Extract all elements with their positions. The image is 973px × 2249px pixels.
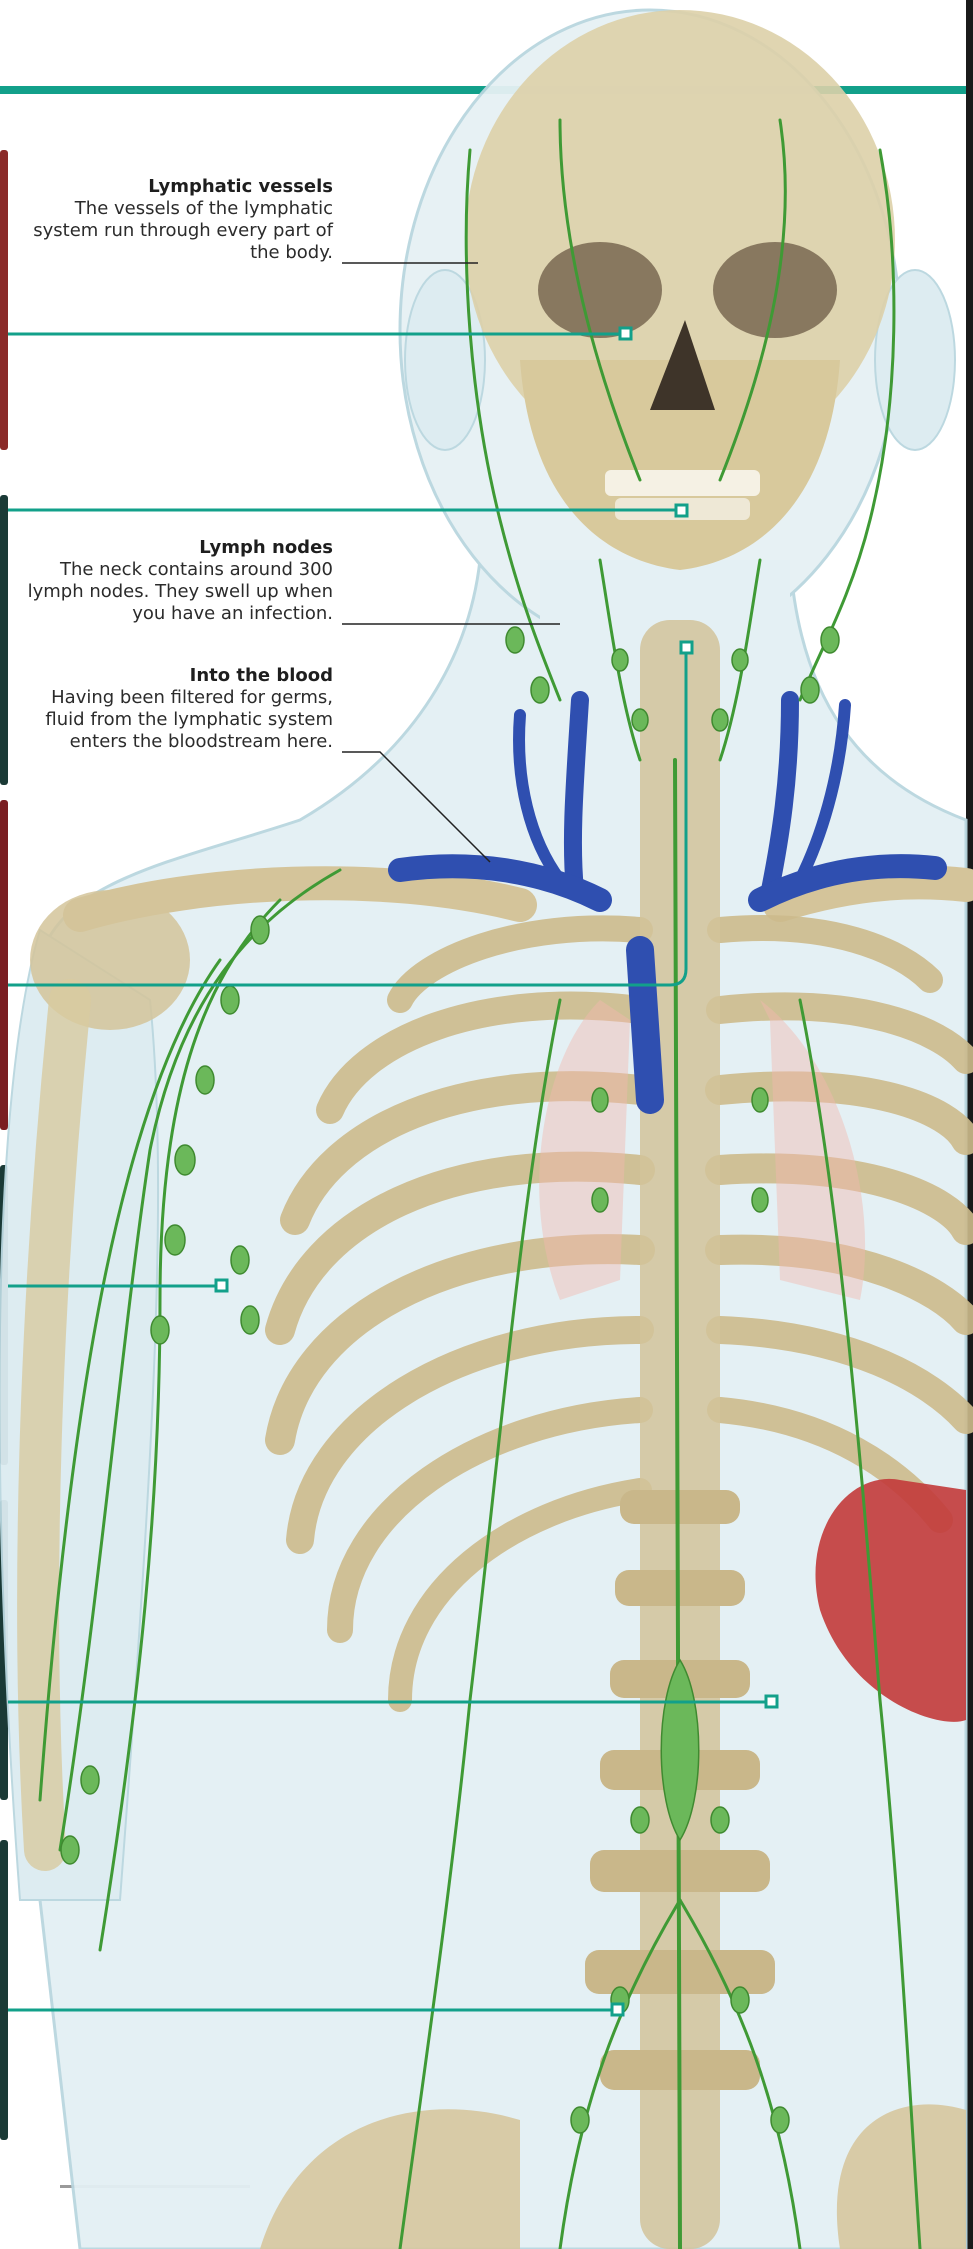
- left-panel-strip-6: [0, 1840, 8, 2140]
- callout-marker: [766, 1696, 777, 1707]
- lymph-node: [631, 1807, 649, 1833]
- lymph-node: [732, 649, 748, 671]
- left-panel-strip-2: [0, 495, 8, 785]
- lymph-node: [592, 1188, 608, 1212]
- lymph-node: [196, 1066, 214, 1094]
- lymph-node: [531, 677, 549, 703]
- callout-marker: [681, 642, 692, 653]
- vertebra-1: [620, 1490, 740, 1524]
- caption-text: Having been filtered for germs, fluid fr…: [23, 687, 333, 753]
- caption-text: The vessels of the lymphatic system run …: [23, 198, 333, 264]
- lymph-node: [711, 1807, 729, 1833]
- upper-teeth: [605, 470, 760, 496]
- lymph-node: [151, 1316, 169, 1344]
- lymph-node: [175, 1145, 195, 1175]
- left-panel-strip-1: [0, 150, 8, 450]
- caption-heading: Into the blood: [23, 665, 333, 687]
- caption-lymph-nodes: Lymph nodes The neck contains around 300…: [23, 537, 333, 625]
- vertebra-2: [615, 1570, 745, 1606]
- lymph-node: [241, 1306, 259, 1334]
- caption-heading: Lymphatic vessels: [23, 176, 333, 198]
- lymph-node: [165, 1225, 185, 1255]
- lymph-node: [771, 2107, 789, 2133]
- left-panel-strip-3: [0, 800, 8, 1130]
- lymph-node: [731, 1987, 749, 2013]
- callout-marker: [612, 2004, 623, 2015]
- caption-text: The neck contains around 300 lymph nodes…: [23, 559, 333, 625]
- lymph-node: [221, 986, 239, 1014]
- lymph-node: [632, 709, 648, 731]
- callout-marker: [216, 1280, 227, 1291]
- lymph-node: [712, 709, 728, 731]
- caption-into-the-blood: Into the blood Having been filtered for …: [23, 665, 333, 753]
- superior-vena-cava: [640, 950, 650, 1100]
- lymph-node: [61, 1836, 79, 1864]
- left-jugular-vein: [573, 700, 580, 890]
- lymph-node: [801, 677, 819, 703]
- callout-marker: [676, 505, 687, 516]
- lymph-node: [81, 1766, 99, 1794]
- caption-lymphatic-vessels: Lymphatic vessels The vessels of the lym…: [23, 176, 333, 264]
- callout-marker: [620, 328, 631, 339]
- caption-heading: Lymph nodes: [23, 537, 333, 559]
- lymph-node: [231, 1246, 249, 1274]
- lymph-node: [571, 2107, 589, 2133]
- lymph-node: [251, 916, 269, 944]
- lymph-node: [592, 1088, 608, 1112]
- lymph-node: [752, 1188, 768, 1212]
- lymph-node: [506, 627, 524, 653]
- lymph-node: [612, 649, 628, 671]
- left-eye-socket: [538, 242, 662, 338]
- lymph-node: [752, 1088, 768, 1112]
- lymph-node: [821, 627, 839, 653]
